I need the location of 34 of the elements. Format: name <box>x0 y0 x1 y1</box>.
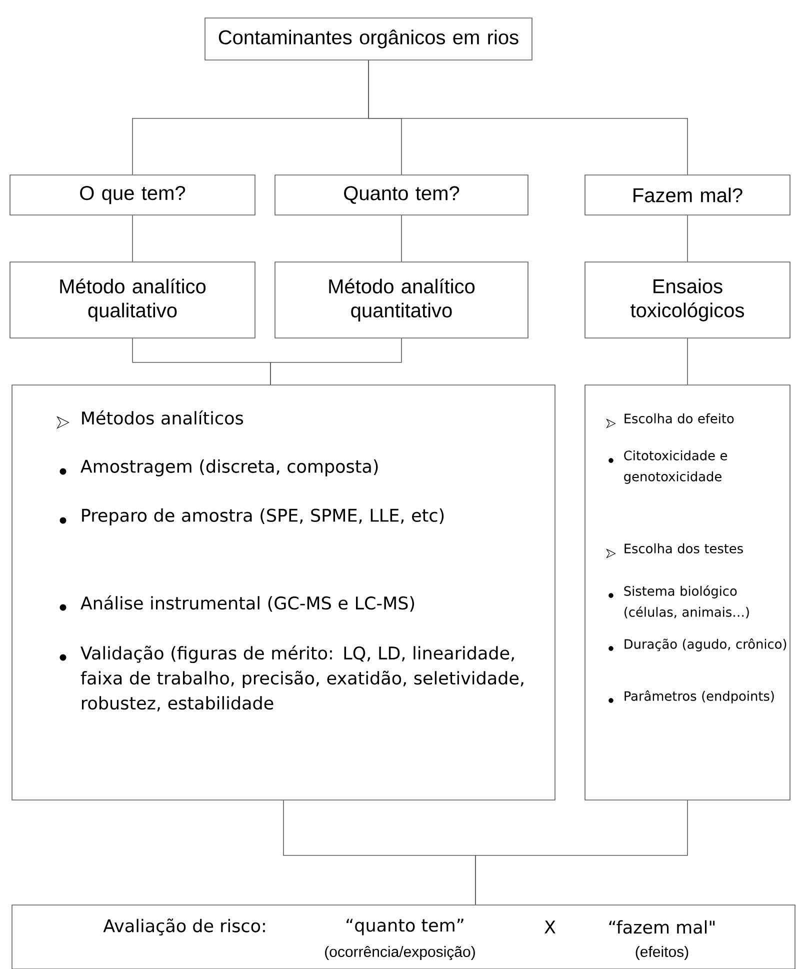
box-text: Avaliação de risco: <box>103 918 265 936</box>
connector-line <box>132 215 133 262</box>
list-box <box>12 384 556 800</box>
connector-line <box>687 215 688 262</box>
list-box <box>584 384 790 800</box>
connector-line <box>401 215 402 262</box>
result-box <box>12 904 796 969</box>
list-item: Preparo de amostra (SPE, SPME, LLE, etc) <box>82 508 444 526</box>
list-item: Parâmetros (endpoints) <box>624 690 774 704</box>
box-text: (ocorrência/exposição) <box>325 946 475 960</box>
list-item: Métodos analíticos <box>82 410 243 425</box>
process-box: O que tem? <box>10 174 256 216</box>
connector-line <box>475 800 688 905</box>
process-box: Método analítico quantitativo <box>274 262 528 338</box>
list-item: Sistema biológico (células, animais…) <box>624 585 749 618</box>
process-box: Contaminantes orgânicos em rios <box>204 18 532 60</box>
list-item: Escolha do efeito <box>624 413 734 424</box>
box-text: (efeitos) <box>636 946 688 960</box>
list-item: Citotoxicidade e genotoxicidade <box>624 450 727 484</box>
process-box: Método analítico qualitativo <box>10 262 256 338</box>
list-item: Validação (figuras de mérito: LQ, LD, linearidade, faixa de trabalho, precisão, exatidão, seletividade, robustez, estabilidade <box>80 645 524 712</box>
list-item: Duração (agudo, crônico) <box>624 638 786 652</box>
process-box: Ensaios toxicológicos <box>584 262 790 338</box>
box-text: X <box>544 920 556 934</box>
box-text: “fazem mal" <box>609 920 715 934</box>
box-text: “quanto tem” <box>346 918 464 936</box>
list-item: Análise instrumental (GC-MS e LC-MS) <box>80 595 414 612</box>
process-box: Fazem mal? <box>584 174 790 216</box>
process-box: Quanto tem? <box>274 174 528 216</box>
connector-line <box>368 60 688 175</box>
connector-line <box>270 338 402 385</box>
list-item: Amostragem (discreta, composta) <box>80 459 378 476</box>
connector-line <box>687 338 688 385</box>
list-item: Escolha dos testes <box>624 543 743 554</box>
